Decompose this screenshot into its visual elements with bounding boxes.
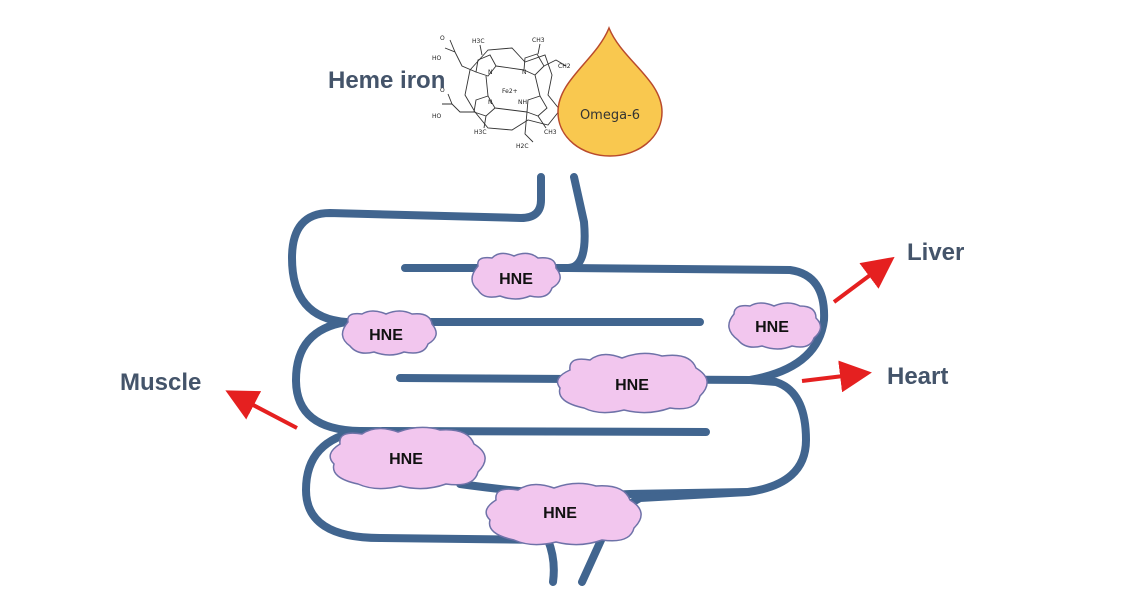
chem-label-13: HO [432, 113, 442, 120]
heme-molecule-icon: H3C CH3 CH2 HO O N N N NH H3C CH3 H2C HO… [432, 35, 571, 150]
arrow-to-liver-icon [832, 256, 895, 304]
liver-label: Liver [907, 239, 964, 266]
chem-label-3: CH2 [558, 63, 571, 70]
arrow-to-muscle-icon [225, 390, 298, 430]
hne-clouds: HNE HNE HNE HNE HNE HNE [329, 252, 822, 546]
hne-cloud: HNE [728, 302, 822, 350]
hne-cloud: HNE [485, 482, 642, 546]
hne-cloud: HNE [341, 310, 437, 356]
hne-label: HNE [369, 327, 403, 344]
arrows [225, 256, 895, 430]
hne-cloud: HNE [471, 252, 561, 300]
chem-label-12: H2C [516, 143, 529, 150]
hne-cloud: HNE [556, 352, 708, 414]
heart-label: Heart [887, 363, 948, 390]
chem-label-10: H3C [474, 129, 487, 136]
iron-ion-label: Fe2+ [502, 88, 518, 95]
hne-label: HNE [755, 319, 789, 336]
heme-iron-label: Heme iron [328, 67, 445, 94]
hne-label: HNE [389, 451, 423, 468]
muscle-label: Muscle [120, 369, 201, 396]
chem-label-14: O [440, 87, 445, 94]
oil-drop-icon [557, 26, 663, 157]
hne-label: HNE [499, 271, 533, 288]
heme-atom-labels: H3C CH3 CH2 HO O N N N NH H3C CH3 H2C HO… [432, 35, 571, 150]
chem-label-4: HO [432, 55, 442, 62]
chem-label-11: CH3 [544, 129, 557, 136]
hne-cloud: HNE [329, 426, 486, 490]
chem-label-8: N [488, 99, 493, 106]
chem-label-1: H3C [472, 38, 485, 45]
chem-label-7: N [522, 69, 527, 76]
chem-label-6: N [488, 69, 493, 76]
chem-label-9: NH [518, 99, 527, 106]
arrow-to-heart-icon [801, 360, 872, 393]
hne-label: HNE [543, 505, 577, 522]
hne-label: HNE [615, 377, 649, 394]
chem-label-5: O [440, 35, 445, 42]
chem-label-2: CH3 [532, 37, 545, 44]
omega6-label: Omega-6 [580, 108, 640, 123]
